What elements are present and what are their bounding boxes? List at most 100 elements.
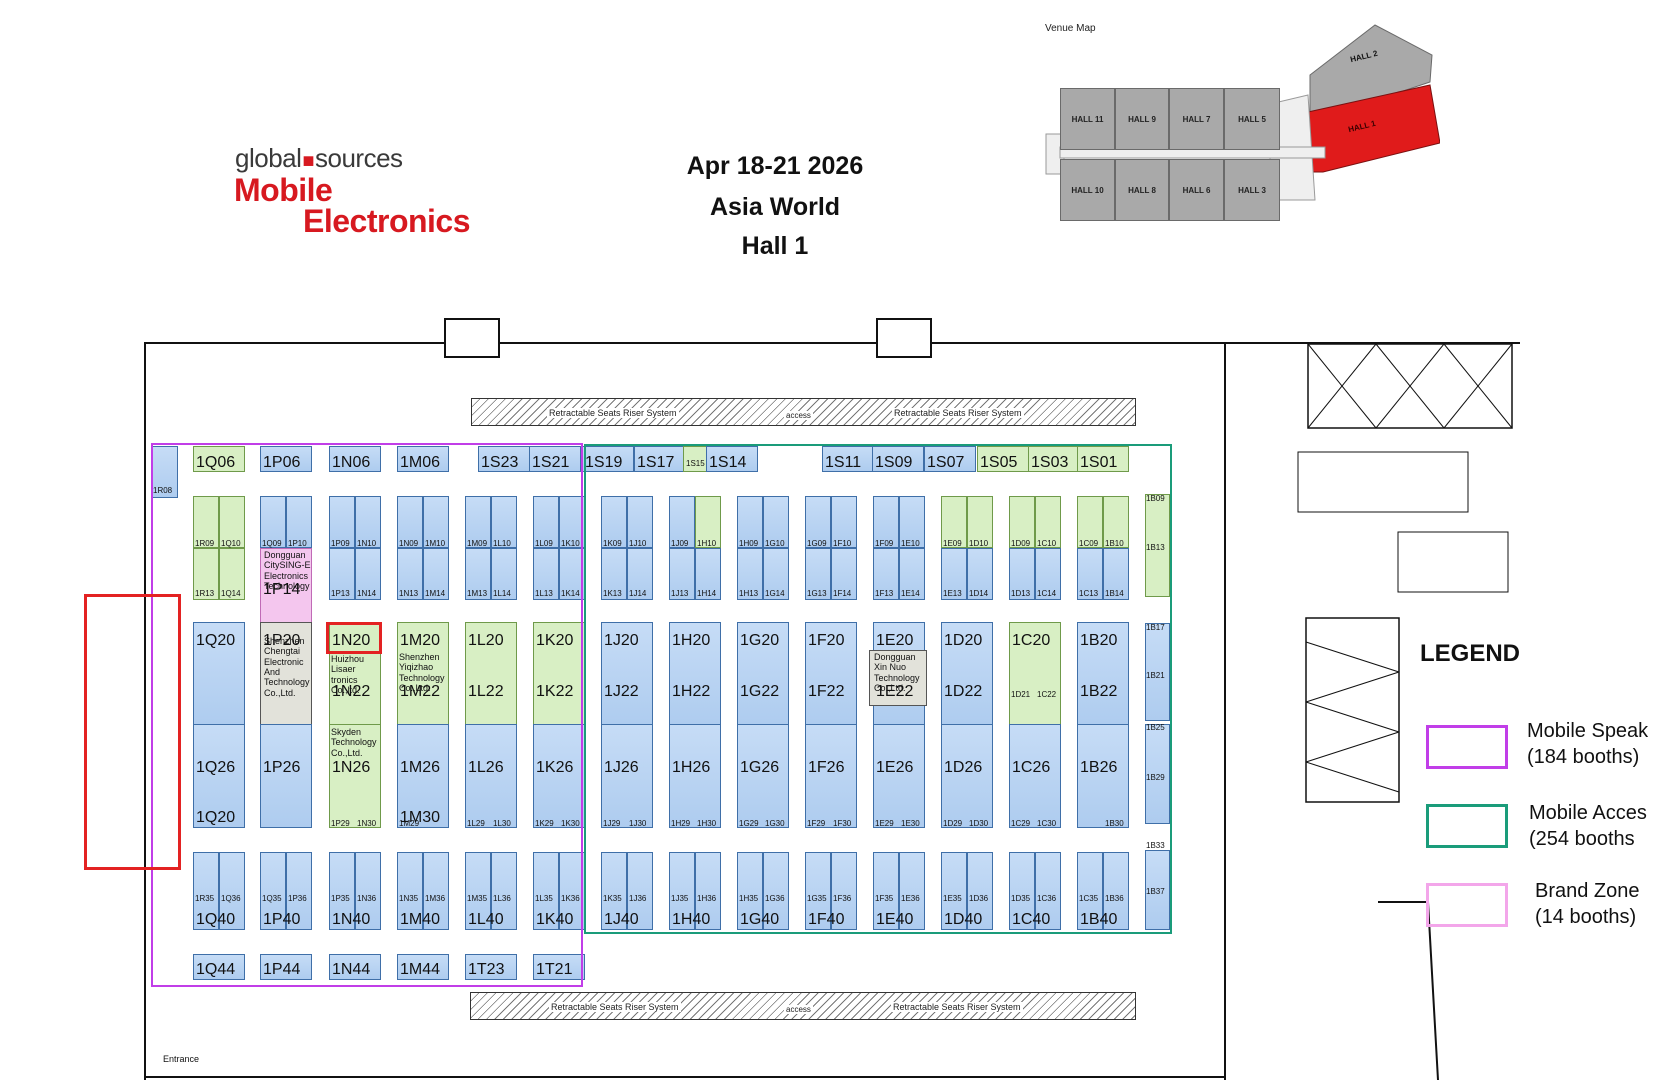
booth-row26-3[interactable] (397, 724, 449, 828)
booth-1n06[interactable] (329, 446, 381, 472)
booth-rowb-l-7[interactable] (669, 548, 695, 600)
booth-rowa-l-1[interactable] (260, 496, 286, 548)
booth-rowa-r-10[interactable] (899, 496, 925, 548)
booth-rowa-l-11[interactable] (941, 496, 967, 548)
booth-row26-8[interactable] (737, 724, 789, 828)
booth-row36-l-9[interactable] (805, 852, 831, 930)
booth-1s19[interactable] (582, 446, 634, 472)
booth-1s05[interactable] (977, 446, 1029, 472)
booth-rowa-r-6[interactable] (627, 496, 653, 548)
booth-row20-2[interactable] (329, 622, 381, 726)
booth-rowb-l-13[interactable] (1077, 548, 1103, 600)
booth-row36-l-5[interactable] (533, 852, 559, 930)
booth-row36-l-1[interactable] (260, 852, 286, 930)
booth-rowb-l-0[interactable] (193, 548, 219, 600)
booth-row26-5[interactable] (533, 724, 585, 828)
booth-row36-l-8[interactable] (737, 852, 763, 930)
booth-row20-6[interactable] (601, 622, 653, 726)
booth-row20-11[interactable] (941, 622, 993, 726)
booth-row36-r-8[interactable] (763, 852, 789, 930)
booth-row26-12[interactable] (1009, 724, 1061, 828)
booth-rowb-l-4[interactable] (465, 548, 491, 600)
booth-rowa-r-12[interactable] (1035, 496, 1061, 548)
booth-row36-r-7[interactable] (695, 852, 721, 930)
booth-rowa-r-8[interactable] (763, 496, 789, 548)
booth-row20-9[interactable] (805, 622, 857, 726)
booth-rowb-l-3[interactable] (397, 548, 423, 600)
booth-1t23[interactable] (465, 954, 517, 980)
booth-rowa-l-7[interactable] (669, 496, 695, 548)
booth-rowa-l-0[interactable] (193, 496, 219, 548)
booth-1s03[interactable] (1028, 446, 1080, 472)
booth-rowb-l-9[interactable] (805, 548, 831, 600)
booth-row26-0[interactable] (193, 724, 245, 828)
booth-row26-4[interactable] (465, 724, 517, 828)
booth-rowb-l-12[interactable] (1009, 548, 1035, 600)
booth-rowa-l-10[interactable] (873, 496, 899, 548)
booth-row20-4[interactable] (465, 622, 517, 726)
booth-row36-r-5[interactable] (559, 852, 585, 930)
booth-row36-l-10[interactable] (873, 852, 899, 930)
booth-row36-l-6[interactable] (601, 852, 627, 930)
booth-rowb-r-13[interactable] (1103, 548, 1129, 600)
booth-rowb-r-7[interactable] (695, 548, 721, 600)
booth-rowa-l-5[interactable] (533, 496, 559, 548)
booth-rowa-r-0[interactable] (219, 496, 245, 548)
booth-row26-10[interactable] (873, 724, 925, 828)
booth-1s01[interactable] (1077, 446, 1129, 472)
booth-rowb-r-2[interactable] (355, 548, 381, 600)
booth-rowb-r-3[interactable] (423, 548, 449, 600)
booth-1s21[interactable] (529, 446, 581, 472)
booth-1s23[interactable] (478, 446, 530, 472)
booth-row26-1[interactable] (260, 724, 312, 828)
booth-rowa-l-9[interactable] (805, 496, 831, 548)
booth-rowa-r-11[interactable] (967, 496, 993, 548)
booth-rowa-l-8[interactable] (737, 496, 763, 548)
booth-row20-3[interactable] (397, 622, 449, 726)
booth-1s11[interactable] (822, 446, 874, 472)
booth-rowb-l-2[interactable] (329, 548, 355, 600)
booth-rowa-l-12[interactable] (1009, 496, 1035, 548)
booth-row36-r-13[interactable] (1103, 852, 1129, 930)
booth-row36-r-2[interactable] (355, 852, 381, 930)
booth-rowb-r-10[interactable] (899, 548, 925, 600)
booth-row36-r-6[interactable] (627, 852, 653, 930)
booth-row26-9[interactable] (805, 724, 857, 828)
booth-1b09-block[interactable] (1145, 494, 1170, 597)
booth-row36-l-3[interactable] (397, 852, 423, 930)
booth-rowb-l-5[interactable] (533, 548, 559, 600)
booth-rowa-r-9[interactable] (831, 496, 857, 548)
booth-1m44[interactable] (397, 954, 449, 980)
booth-1n44[interactable] (329, 954, 381, 980)
booth-row20-7[interactable] (669, 622, 721, 726)
booth-1r08[interactable] (152, 446, 178, 498)
booth-row20-8[interactable] (737, 622, 789, 726)
booth-row36-r-11[interactable] (967, 852, 993, 930)
booth-rowb-r-4[interactable] (491, 548, 517, 600)
booth-1m06[interactable] (397, 446, 449, 472)
booth-1s17[interactable] (634, 446, 686, 472)
booth-row20-1[interactable] (260, 622, 312, 726)
booth-rowa-l-4[interactable] (465, 496, 491, 548)
booth-row26-13[interactable] (1077, 724, 1129, 828)
booth-rowb-l-10[interactable] (873, 548, 899, 600)
booth-row20-12[interactable] (1009, 622, 1061, 726)
booth-row36-l-7[interactable] (669, 852, 695, 930)
booth-row26-6[interactable] (601, 724, 653, 828)
booth-row26-2[interactable] (329, 724, 381, 828)
booth-row36-l-0[interactable] (193, 852, 219, 930)
booth-1q06[interactable] (193, 446, 245, 472)
booth-1s14[interactable] (706, 446, 758, 472)
booth-1e22[interactable] (869, 650, 927, 706)
booth-rowa-r-3[interactable] (423, 496, 449, 548)
booth-rowb-l-6[interactable] (601, 548, 627, 600)
booth-row36-r-10[interactable] (899, 852, 925, 930)
booth-row36-r-9[interactable] (831, 852, 857, 930)
booth-row26-7[interactable] (669, 724, 721, 828)
booth-rowa-r-7[interactable] (695, 496, 721, 548)
booth-rowb-r-0[interactable] (219, 548, 245, 600)
booth-1s07[interactable] (924, 446, 976, 472)
booth-rowa-r-13[interactable] (1103, 496, 1129, 548)
booth-row36-r-12[interactable] (1035, 852, 1061, 930)
booth-row36-r-4[interactable] (491, 852, 517, 930)
